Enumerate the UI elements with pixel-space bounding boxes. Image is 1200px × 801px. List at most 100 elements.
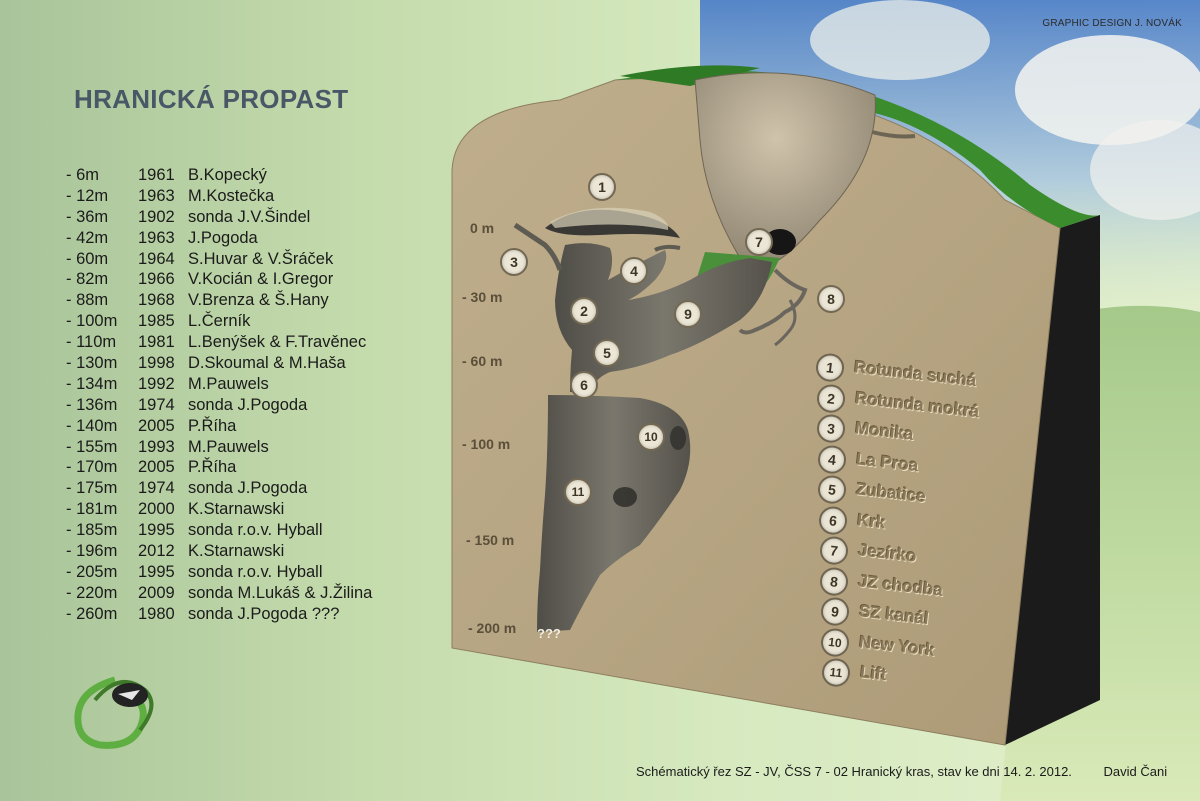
record-depth: - 6m	[66, 166, 99, 184]
record-year: 1974	[138, 479, 175, 498]
record-year: 1966	[138, 270, 175, 289]
legend-number: 2	[815, 382, 847, 414]
legend-number: 6	[817, 504, 849, 536]
record-explorer: L.Benýšek & F.Travěnec	[188, 333, 367, 352]
cloud	[810, 0, 990, 80]
record-explorer: D.Skoumal & M.Haša	[188, 354, 346, 373]
record-explorer: sonda J.Pogoda	[188, 395, 308, 414]
depth-label-200m: - 200 m	[468, 620, 517, 636]
record-explorer: sonda J.Pogoda	[188, 479, 308, 498]
cave-marker-7: 7	[745, 228, 773, 256]
record-explorer: V.Brenza & Š.Hany	[188, 291, 329, 310]
record-explorer: sonda J.V.Šindel	[188, 207, 311, 226]
record-depth: - 12m	[66, 186, 109, 205]
depth-label-150m: - 150 m	[466, 532, 515, 548]
block-side	[1005, 215, 1100, 745]
legend-number: 3	[815, 413, 847, 445]
cave-marker-1: 1	[588, 173, 616, 201]
record-year: 1995	[138, 562, 175, 581]
legend-number: 8	[818, 565, 850, 597]
legend-number: 10	[819, 626, 851, 658]
record-year: 1998	[138, 354, 175, 373]
record-year: 1981	[138, 333, 175, 352]
cloud	[1015, 35, 1200, 145]
record-depth: - 42m	[66, 228, 109, 247]
monika-passage	[513, 222, 563, 271]
legend-label: La Proa	[854, 448, 920, 475]
legend-label: Lift	[859, 662, 888, 685]
record-explorer: J.Pogoda	[188, 228, 258, 247]
legend-label: JZ chodba	[857, 570, 944, 600]
record-explorer: B.Kopecký	[188, 166, 267, 184]
record-year: 1963	[138, 186, 175, 205]
record-year: 2009	[138, 583, 175, 602]
record-explorer: K.Starnawski	[188, 542, 285, 561]
record-explorer: sonda M.Lukáš & J.Žilina	[188, 583, 373, 602]
legend-number: 4	[816, 443, 848, 475]
record-depth: - 155m	[66, 437, 118, 456]
cloud	[1090, 120, 1200, 220]
cave-marker-3: 3	[500, 248, 528, 276]
record-year: 2012	[138, 542, 175, 561]
footer-caption: Schématický řez SZ - JV, ČSS 7 - 02 Hran…	[636, 764, 1072, 779]
record-explorer: M.Pauwels	[188, 374, 269, 393]
record-depth: - 220m	[66, 583, 118, 602]
record-year: 2005	[138, 458, 175, 477]
record-explorer: L.Černík	[188, 312, 251, 331]
record-depth: - 185m	[66, 521, 118, 540]
entrance-funnel	[694, 72, 876, 263]
legend-label: Rotunda mokrá	[853, 387, 980, 421]
record-explorer: V.Kocián & I.Gregor	[188, 270, 334, 289]
record-depth: - 130m	[66, 354, 118, 373]
record-depth: - 134m	[66, 374, 118, 393]
record-year: 1968	[138, 291, 175, 310]
record-depth: - 82m	[66, 270, 109, 289]
record-depth: - 175m	[66, 479, 118, 498]
bottom-unknown-marker: ???	[537, 626, 561, 641]
cave-marker-10: 10	[637, 423, 665, 451]
record-depth: - 170m	[66, 458, 118, 477]
logo-emblem	[74, 676, 154, 749]
legend-number: 5	[816, 474, 848, 506]
cave-marker-2: 2	[570, 297, 598, 325]
depth-label-100m: - 100 m	[462, 436, 511, 452]
record-explorer: P.Říha	[188, 416, 237, 435]
footer: Schématický řez SZ - JV, ČSS 7 - 02 Hran…	[636, 764, 1167, 779]
cave-marker-4: 4	[620, 257, 648, 285]
cave-marker-5: 5	[593, 339, 621, 367]
cave-marker-11: 11	[564, 478, 592, 506]
record-depth: - 100m	[66, 312, 118, 331]
record-year: 1985	[138, 312, 175, 331]
record-explorer: sonda r.o.v. Hyball	[188, 521, 323, 540]
footer-author: David Čani	[1103, 764, 1168, 779]
record-depth: - 260m	[66, 604, 118, 623]
record-year: 2005	[138, 416, 175, 435]
record-explorer: sonda r.o.v. Hyball	[188, 562, 323, 581]
legend-number: 11	[820, 657, 852, 689]
cave-marker-9: 9	[674, 300, 702, 328]
legend-label: Krk	[856, 509, 887, 532]
depth-label-30m: - 30 m	[462, 289, 503, 305]
legend-label: SZ kanál	[857, 601, 930, 629]
record-year: 1995	[138, 521, 175, 540]
legend-label: Rotunda suchá	[853, 357, 978, 391]
record-year: 1964	[138, 249, 175, 268]
legend-number: 9	[819, 596, 851, 628]
record-depth: - 88m	[66, 291, 109, 310]
record-year: 1992	[138, 374, 175, 393]
legend-label: New York	[858, 631, 937, 660]
record-explorer: M.Pauwels	[188, 437, 269, 456]
record-depth: - 196m	[66, 542, 118, 561]
record-explorer: S.Huvar & V.Šráček	[188, 249, 334, 268]
record-depth: - 181m	[66, 500, 118, 519]
page-title: HRANICKÁ PROPAST	[74, 84, 349, 114]
